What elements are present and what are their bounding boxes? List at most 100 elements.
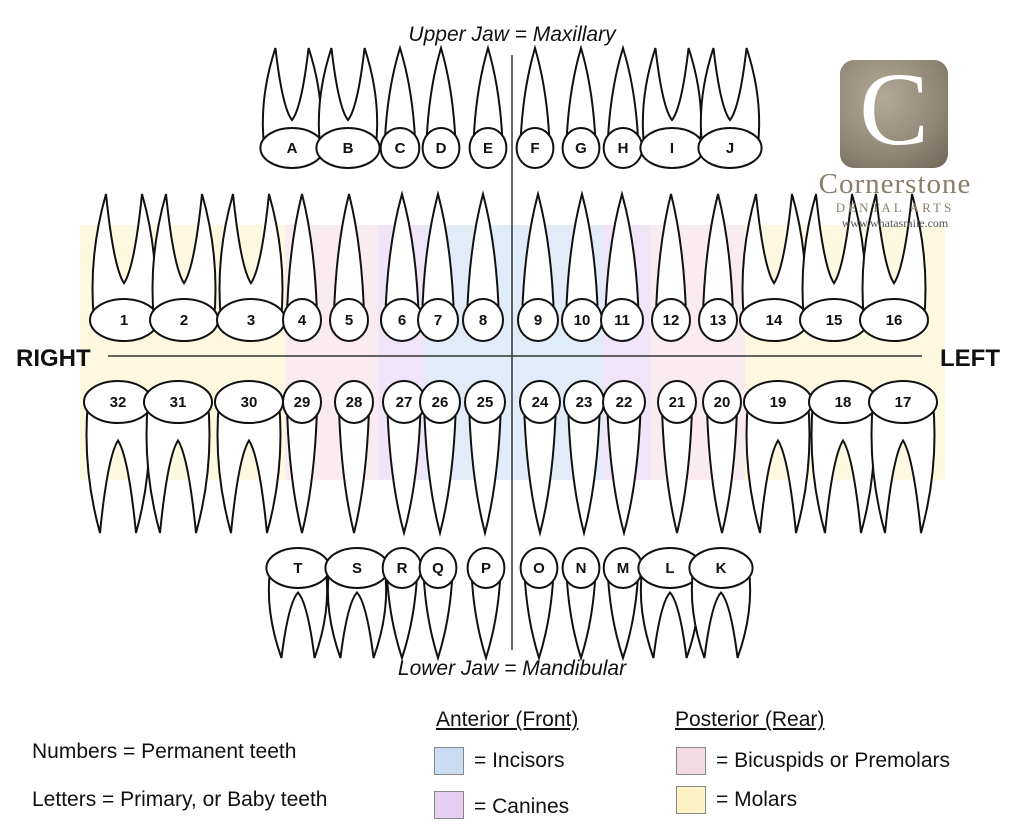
tooth-31[interactable]: 31	[143, 380, 213, 534]
tooth-H[interactable]: H	[602, 44, 644, 169]
upper-jaw-label: Upper Jaw = Maxillary	[408, 23, 617, 46]
tooth-root	[522, 401, 558, 537]
tooth-2[interactable]: 2	[149, 193, 219, 342]
tooth-32[interactable]: 32	[83, 380, 153, 534]
tooth-C[interactable]: C	[379, 44, 421, 169]
tooth-10[interactable]: 10	[561, 190, 603, 342]
tooth-3[interactable]: 3	[216, 193, 286, 342]
tooth-26[interactable]: 26	[419, 380, 461, 537]
tooth-28[interactable]: 28	[334, 380, 374, 534]
tooth-root	[870, 401, 936, 534]
tooth-root	[467, 401, 503, 537]
tooth-R[interactable]: R	[381, 547, 423, 662]
tooth-root	[660, 401, 694, 534]
tooth-12[interactable]: 12	[651, 193, 691, 342]
tooth-17[interactable]: 17	[868, 380, 938, 534]
tooth-T[interactable]: T	[265, 547, 331, 659]
tooth-label: J	[726, 140, 734, 157]
tooth-11[interactable]: 11	[600, 190, 644, 342]
tooth-I[interactable]: I	[639, 47, 705, 169]
tooth-24[interactable]: 24	[519, 380, 561, 537]
tooth-K[interactable]: K	[688, 547, 754, 659]
tooth-label: Q	[432, 560, 444, 577]
tooth-root	[565, 567, 597, 662]
tooth-9[interactable]: 9	[517, 190, 559, 342]
legend-canines: = Canines	[474, 795, 570, 818]
tooth-22[interactable]: 22	[602, 380, 646, 537]
tooth-root	[386, 401, 422, 537]
tooth-13[interactable]: 13	[698, 193, 738, 342]
tooth-label: M	[617, 560, 630, 577]
tooth-O[interactable]: O	[519, 547, 559, 662]
tooth-root	[566, 401, 602, 537]
tooth-crown	[600, 298, 644, 342]
tooth-P[interactable]: P	[466, 547, 506, 662]
tooth-J[interactable]: J	[697, 47, 763, 169]
tooth-label: 27	[396, 394, 413, 411]
tooth-27[interactable]: 27	[382, 380, 426, 537]
legend-letters: Letters = Primary, or Baby teeth	[32, 788, 328, 811]
tooth-label: O	[533, 560, 545, 577]
swatch-incisor	[434, 747, 464, 775]
tooth-N[interactable]: N	[561, 547, 601, 662]
logo-subtitle: DENTAL ARTS	[835, 200, 955, 215]
tooth-root	[85, 401, 151, 534]
tooth-Q[interactable]: Q	[418, 547, 458, 662]
legend-posterior-heading: Posterior (Rear)	[675, 708, 825, 731]
tooth-A[interactable]: A	[259, 47, 325, 169]
tooth-4[interactable]: 4	[282, 193, 322, 342]
tooth-5[interactable]: 5	[329, 193, 369, 342]
tooth-B[interactable]: B	[315, 47, 381, 169]
tooth-label: 10	[574, 312, 591, 329]
tooth-7[interactable]: 7	[417, 190, 459, 342]
tooth-30[interactable]: 30	[214, 380, 284, 534]
tooth-root	[472, 44, 504, 149]
tooth-root	[565, 44, 597, 149]
tooth-S[interactable]: S	[324, 547, 390, 659]
tooth-root	[564, 190, 600, 321]
tooth-label: F	[530, 140, 539, 157]
tooth-root	[519, 44, 551, 149]
tooth-D[interactable]: D	[421, 44, 461, 169]
tooth-F[interactable]: F	[515, 44, 555, 169]
tooth-label: R	[397, 560, 408, 577]
tooth-label: 31	[170, 394, 187, 411]
tooth-label: H	[618, 140, 629, 157]
tooth-18[interactable]: 18	[808, 380, 878, 534]
tooth-8[interactable]: 8	[462, 190, 504, 342]
tooth-crown	[688, 547, 754, 589]
tooth-root	[267, 567, 329, 659]
tooth-29[interactable]: 29	[282, 380, 322, 534]
tooth-20[interactable]: 20	[702, 380, 742, 534]
tooth-root	[606, 567, 640, 662]
tooth-14[interactable]: 14	[739, 193, 809, 342]
tooth-21[interactable]: 21	[657, 380, 697, 534]
tooth-root	[261, 47, 323, 149]
tooth-root	[151, 193, 217, 321]
tooth-label: L	[665, 560, 674, 577]
tooth-M[interactable]: M	[602, 547, 644, 662]
tooth-root	[604, 190, 640, 321]
tooth-1[interactable]: 1	[89, 193, 159, 342]
tooth-16[interactable]: 16	[859, 193, 929, 342]
tooth-root	[425, 44, 457, 149]
tooth-23[interactable]: 23	[563, 380, 605, 537]
tooth-19[interactable]: 19	[743, 380, 813, 534]
tooth-label: 32	[110, 394, 127, 411]
tooth-label: 11	[614, 312, 630, 329]
tooth-E[interactable]: E	[468, 44, 508, 169]
tooth-crown	[379, 127, 421, 169]
logo-url: www.whatasmile.com	[841, 216, 949, 230]
tooth-crown	[466, 547, 506, 589]
tooth-crown	[519, 380, 561, 424]
tooth-25[interactable]: 25	[464, 380, 506, 537]
tooth-label: T	[293, 560, 302, 577]
tooth-G[interactable]: G	[561, 44, 601, 169]
tooth-label: 4	[298, 312, 307, 329]
tooth-15[interactable]: 15	[799, 193, 869, 342]
tooth-6[interactable]: 6	[380, 190, 424, 342]
tooth-label: 22	[616, 394, 633, 411]
tooth-label: 30	[241, 394, 258, 411]
legend-bicuspids: = Bicuspids or Premolars	[716, 749, 951, 772]
logo-name: Cornerstone	[818, 168, 972, 200]
